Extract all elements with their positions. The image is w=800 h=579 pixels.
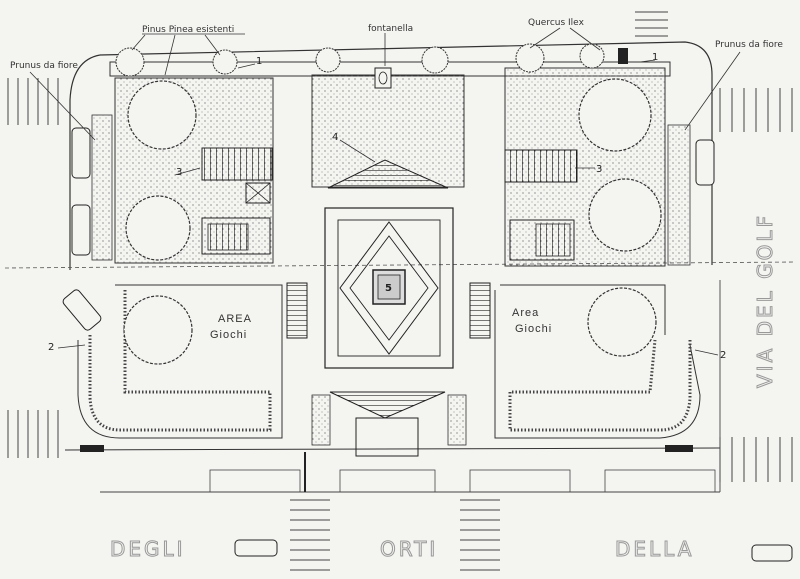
- label-quercus-ilex: Quercus Ilex: [528, 18, 585, 28]
- lower-edge-panel: [339, 469, 436, 493]
- street-name-orti: ORTI: [380, 537, 438, 561]
- crosswalk-right-top: [719, 88, 793, 132]
- label-pinus-pinea: Pinus Pinea esistenti: [142, 25, 234, 35]
- stairs-upper-center: [327, 159, 449, 189]
- hedge-lower-center-left: [311, 394, 331, 446]
- shrub: [315, 47, 341, 73]
- central-square-outer: [324, 207, 454, 369]
- number-2-right: 2: [720, 350, 726, 361]
- number-5: 5: [385, 283, 392, 294]
- leader-lines: [29, 27, 741, 356]
- bench-stairs-left: [286, 282, 308, 339]
- stairs-upper-left: [201, 147, 273, 181]
- crosswalk-left-top: [7, 78, 59, 125]
- dark-marker: [80, 445, 104, 452]
- bench-stairs-right: [469, 282, 491, 339]
- label-prunus-left: Prunus da fiore: [10, 61, 78, 71]
- hedge-strip-left: [91, 114, 113, 261]
- hedge-curve-left: [88, 290, 272, 432]
- lower-center-pad: [355, 417, 419, 457]
- tree-canopy: [125, 195, 191, 261]
- shrub: [579, 43, 605, 69]
- diamond-inner: [349, 235, 429, 341]
- crosswalk-left-bottom: [7, 410, 59, 458]
- parked-car: [62, 289, 102, 331]
- area-giochi-left: [77, 284, 283, 439]
- lower-edge-panel: [469, 469, 571, 493]
- central-square-inner: [337, 219, 441, 357]
- street-name-via-del-golf: VIA DEL GOLF: [753, 213, 777, 388]
- lower-sidewalk-line: [64, 447, 721, 451]
- label-fontanella: fontanella: [368, 24, 413, 34]
- street-name-degli: DEGLI: [110, 537, 186, 561]
- number-2-left: 2: [48, 342, 54, 353]
- planter-box: [245, 182, 271, 204]
- tree-canopy: [578, 78, 652, 152]
- label-area-giochi-left-line2: Giochi: [210, 329, 247, 341]
- label-prunus-right: Prunus da fiore: [715, 40, 783, 50]
- stairs-upper-right: [504, 149, 578, 183]
- number-3-left: 3: [176, 167, 182, 178]
- number-1-left: 1: [256, 56, 262, 67]
- tree-canopy: [587, 287, 657, 357]
- stairs-lower-center: [329, 391, 446, 419]
- crosswalk-bottom-left: [290, 499, 330, 571]
- label-area-giochi-right-line2: Giochi: [515, 323, 552, 335]
- ramp-upper-left: [201, 217, 271, 255]
- label-area-giochi-right-line1: Area: [512, 307, 539, 319]
- area-giochi-right: [494, 284, 701, 439]
- tree-canopy: [123, 295, 193, 365]
- parked-car: [751, 544, 793, 562]
- hedge-curve-right: [508, 339, 692, 432]
- hedge-lower-center-right: [447, 394, 467, 446]
- parked-car: [71, 127, 91, 179]
- lower-edge-panel: [604, 469, 716, 493]
- tree-canopy: [127, 80, 197, 150]
- number-1-right: 1: [652, 52, 658, 63]
- crosswalk-bottom-right: [460, 499, 500, 571]
- number-4: 4: [332, 132, 338, 143]
- shrub: [421, 46, 449, 74]
- shrub: [515, 43, 545, 73]
- diamond-outer: [339, 221, 439, 355]
- tree-canopy: [588, 178, 662, 252]
- shrub: [115, 47, 145, 77]
- dark-marker: [665, 445, 693, 452]
- block-outline: [69, 41, 713, 270]
- number-3-right: 3: [596, 164, 602, 175]
- dark-marker: [618, 48, 628, 64]
- parked-car: [71, 204, 91, 256]
- parked-car: [234, 539, 278, 557]
- street-name-della: DELLA: [615, 537, 694, 561]
- parked-car: [695, 139, 715, 186]
- fontanella-icon: [374, 67, 392, 89]
- hedge-strip-right: [667, 124, 691, 266]
- crosswalk-right-bottom: [719, 437, 793, 482]
- ramp-upper-right: [509, 219, 575, 261]
- crosswalk-top-right: [635, 11, 668, 37]
- lower-edge-panel: [209, 469, 301, 493]
- label-area-giochi-left-line1: AREA: [218, 313, 252, 325]
- shrub: [212, 49, 238, 75]
